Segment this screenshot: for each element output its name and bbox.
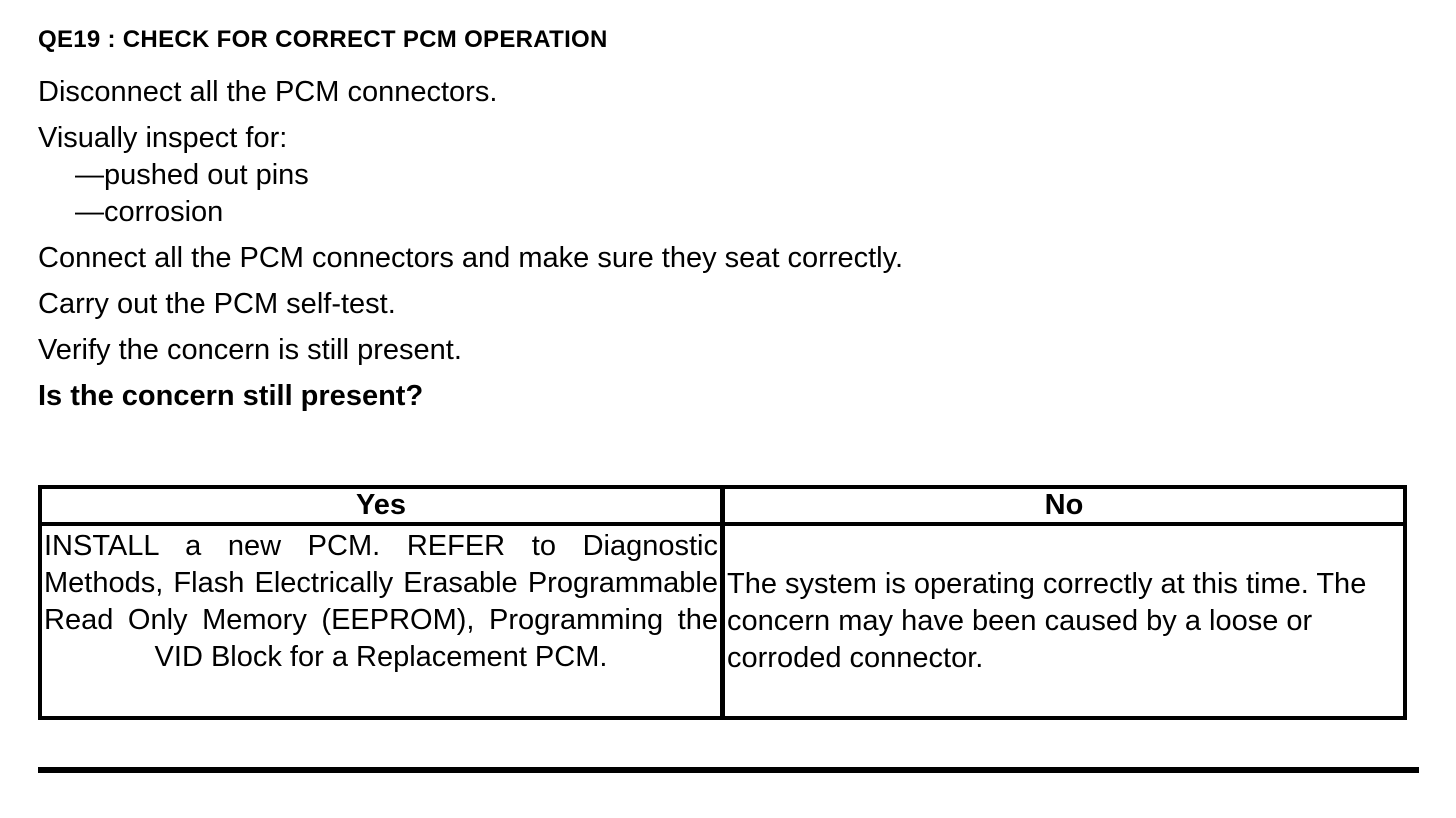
page-title: QE19 : CHECK FOR CORRECT PCM OPERATION: [38, 26, 608, 53]
document-page: QE19 : CHECK FOR CORRECT PCM OPERATION D…: [38, 26, 1456, 773]
no-column-header: No: [720, 485, 1407, 526]
step-verify: Verify the concern is still present.: [38, 334, 462, 366]
inspect-item-corrosion: —corrosion: [75, 196, 224, 228]
inspect-item-pins: —pushed out pins: [75, 159, 309, 191]
decision-table: Yes No INSTALL a new PCM. REFER to Diagn…: [38, 485, 1407, 720]
bottom-divider: [38, 767, 1419, 773]
decision-question: Is the concern still present?: [38, 380, 424, 412]
yes-column-header: Yes: [38, 485, 725, 526]
inspect-block: Visually inspect for: —pushed out pins —…: [38, 120, 1456, 231]
decision-table-header-row: Yes No: [38, 485, 1407, 526]
step-disconnect: Disconnect all the PCM connectors.: [38, 76, 498, 108]
no-action-cell: The system is operating correctly at thi…: [720, 522, 1407, 720]
step-selftest: Carry out the PCM self-test.: [38, 288, 396, 320]
step-connect: Connect all the PCM connectors and make …: [38, 242, 904, 274]
yes-action-cell: INSTALL a new PCM. REFER to Diagnostic M…: [38, 522, 725, 720]
step-inspect: Visually inspect for:: [38, 122, 288, 154]
decision-table-row: INSTALL a new PCM. REFER to Diagnostic M…: [38, 522, 1407, 720]
